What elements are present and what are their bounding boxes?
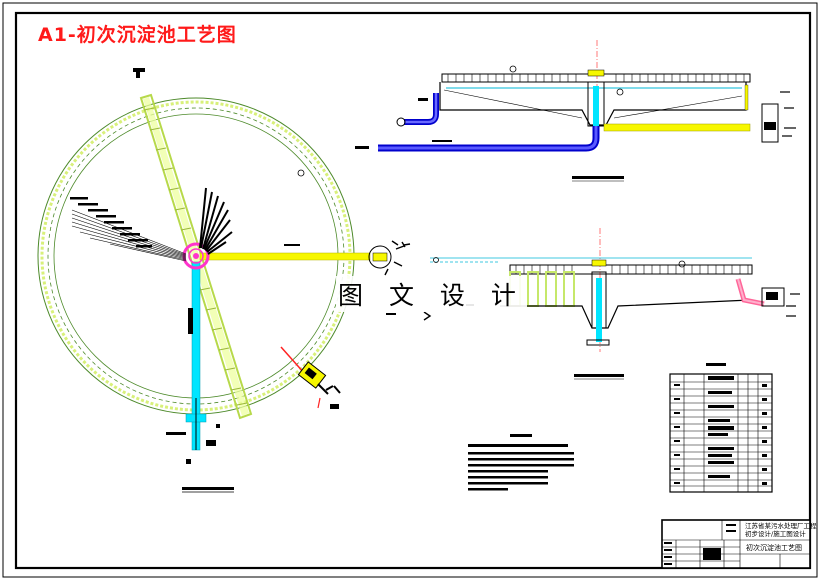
radial-fan <box>199 187 233 255</box>
leader-labels-left <box>70 197 152 248</box>
section-view-1 <box>355 40 796 182</box>
inner-frame <box>14 11 812 570</box>
sludge-pipe-section <box>603 123 751 132</box>
watermark-text: 图 文 设 计 <box>336 276 527 312</box>
sludge-pipe-plan <box>199 252 371 261</box>
title-block-drawing-name: 初次沉淀池工艺图 <box>746 543 802 552</box>
title-block: 江苏省某污水处理厂工程 初步设计/施工图设计 初次沉淀池工艺图 <box>661 519 817 569</box>
drawing-title: A1-初次沉淀池工艺图 <box>38 24 237 46</box>
magenta-center-well-icon <box>182 242 210 270</box>
inlet-pipe-section <box>378 126 600 152</box>
title-block-stage: 初步设计/施工图设计 <box>745 529 806 538</box>
pipe-valve-icon <box>280 346 341 409</box>
title-block-project: 江苏省某污水处理厂工程 <box>745 521 817 530</box>
section-view-2 <box>423 228 800 380</box>
design-notes <box>468 434 574 491</box>
plan-view <box>37 68 411 493</box>
equipment-table <box>669 363 773 493</box>
